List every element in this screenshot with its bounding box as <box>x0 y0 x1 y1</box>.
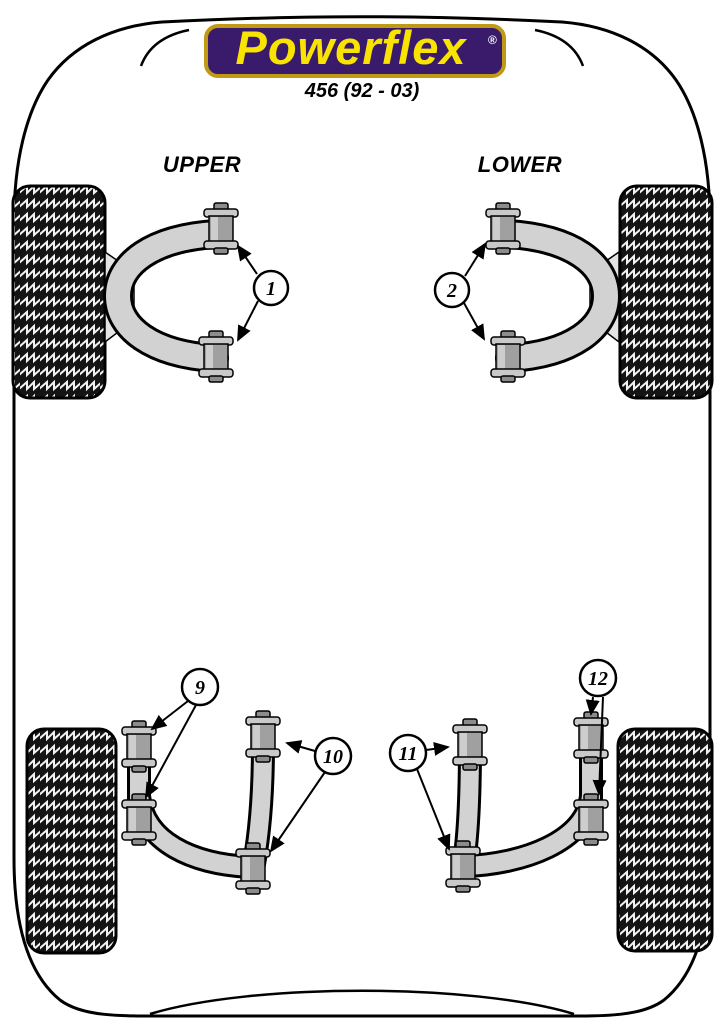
callout-arrow <box>592 696 607 796</box>
callout-arrow <box>237 300 259 342</box>
bushing <box>235 842 271 895</box>
callout-number: 9 <box>195 677 205 699</box>
callout-9: 9 <box>145 667 220 799</box>
hood-corner-line-left <box>139 28 190 67</box>
logo-text: Powerflex <box>235 21 467 74</box>
callout-arrow <box>150 700 189 731</box>
callout-number: 10 <box>323 746 343 768</box>
callout-arrow <box>585 696 600 716</box>
bushing <box>198 330 234 383</box>
callout-circle <box>433 271 471 309</box>
front-lower-wishbone <box>485 202 622 383</box>
car-body-outline <box>12 15 712 1018</box>
rear-left-wishbone <box>121 710 281 895</box>
callout-arrow <box>425 741 450 756</box>
callout-arrow <box>416 768 451 851</box>
hood-corner-line-right <box>534 28 585 67</box>
front-upper-wishbone <box>102 202 239 383</box>
bushing <box>121 793 157 846</box>
callout-11: 11 <box>388 733 451 851</box>
callout-12: 12 <box>578 658 618 796</box>
callout-arrow <box>464 242 487 277</box>
callout-arrow <box>145 704 197 799</box>
tire-front-right <box>618 184 714 400</box>
callout-2: 2 <box>433 242 487 341</box>
registered-mark: ® <box>488 33 497 47</box>
callout-circle <box>388 733 428 773</box>
bushing <box>121 720 157 773</box>
tire-front-left <box>11 184 107 400</box>
callout-circle <box>578 658 618 698</box>
bushing <box>203 202 239 255</box>
callout-number: 1 <box>266 278 276 300</box>
callout-number: 11 <box>399 743 418 765</box>
callout-arrow <box>236 244 258 275</box>
callout-arrow <box>269 771 326 853</box>
logo-background <box>204 24 506 78</box>
bushing <box>452 718 488 771</box>
callout-circle <box>252 269 290 307</box>
callout-number: 2 <box>446 280 457 302</box>
bushing <box>485 202 521 255</box>
tire-rear-right <box>616 727 714 953</box>
powerflex-logo: Powerflex ® <box>204 21 506 78</box>
label-lower: LOWER <box>478 152 562 177</box>
rear-bumper-line <box>149 989 575 1016</box>
callout-number: 12 <box>588 668 608 690</box>
rear-right-wishbone <box>445 711 609 893</box>
bushing <box>490 330 526 383</box>
callout-10: 10 <box>269 736 353 853</box>
callout-circle <box>313 736 353 776</box>
tire-rear-left <box>25 727 118 955</box>
label-upper: UPPER <box>163 152 241 177</box>
callout-circle <box>180 667 220 707</box>
bushing <box>245 710 281 763</box>
bushing <box>445 840 481 893</box>
wishbone-arm-face <box>496 222 619 370</box>
bushing <box>573 793 609 846</box>
wishbone-arm-face <box>105 222 228 370</box>
callout-arrow <box>285 740 316 754</box>
model-title: 456 (92 - 03) <box>304 80 420 102</box>
callout-arrow <box>463 302 485 341</box>
callout-1: 1 <box>236 244 290 342</box>
